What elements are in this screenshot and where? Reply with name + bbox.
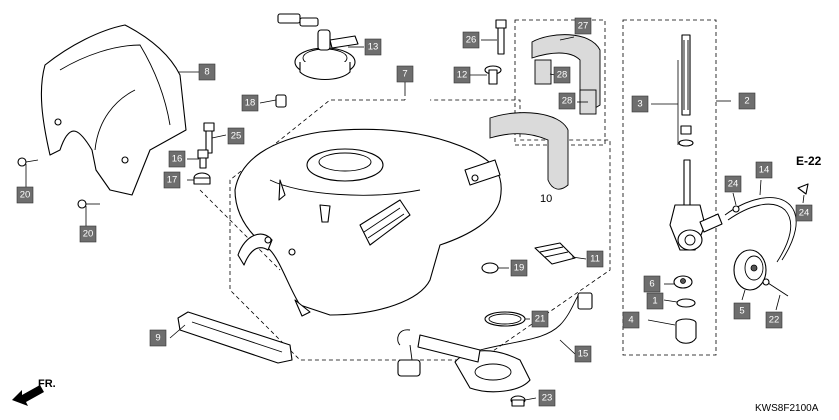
callout-11: 11 [586, 250, 604, 268]
screw-20a-drawing [17, 157, 39, 180]
svg-text:20: 20 [20, 190, 31, 201]
svg-text:4: 4 [628, 315, 633, 326]
callout-24b: 24 [795, 204, 813, 222]
cup-4-drawing [675, 318, 697, 344]
callout-5: 5 [733, 302, 751, 320]
callout-14: 14 [755, 161, 773, 179]
callout-9: 9 [149, 329, 167, 347]
svg-text:6: 6 [649, 279, 654, 290]
svg-text:22: 22 [769, 315, 780, 326]
nut-11-drawing [534, 242, 576, 265]
callout-20a: 20 [16, 186, 34, 204]
callout-2: 2 [738, 92, 756, 110]
svg-text:26: 26 [466, 35, 477, 46]
svg-text:3: 3 [637, 99, 642, 110]
svg-text:16: 16 [172, 154, 183, 165]
svg-text:18: 18 [245, 98, 256, 109]
grommet-19-drawing [481, 262, 499, 274]
svg-text:9: 9 [155, 333, 160, 344]
svg-text:1: 1 [652, 296, 657, 307]
callout-27: 27 [574, 17, 592, 35]
callout-23: 23 [538, 389, 556, 407]
callout-26: 26 [462, 31, 480, 49]
svg-text:15: 15 [578, 349, 589, 360]
svg-text:24: 24 [728, 179, 739, 190]
callout-28b: 28 [558, 92, 576, 110]
screw-20b-drawing [77, 199, 100, 225]
svg-text:19: 19 [514, 263, 525, 274]
svg-text:28: 28 [557, 70, 568, 81]
tank-shroud-drawing [40, 24, 187, 196]
o-ring-21-drawing [484, 311, 526, 327]
pad-28a-drawing [534, 59, 552, 85]
callout-22: 22 [765, 311, 783, 329]
svg-text:24: 24 [799, 208, 810, 219]
callout-17: 17 [163, 171, 181, 189]
cover-group-frame [199, 189, 281, 271]
svg-text:23: 23 [542, 393, 553, 404]
svg-text:5: 5 [739, 306, 744, 317]
svg-text:7: 7 [402, 69, 407, 80]
part-10-label: 10 [540, 193, 552, 205]
callout-15: 15 [574, 345, 592, 363]
lever-6-drawing [673, 275, 693, 289]
callout-1: 1 [646, 292, 664, 310]
callout-24a: 24 [724, 175, 742, 193]
fuel-cock-group-frame [622, 19, 717, 356]
callout-3: 3 [631, 95, 649, 113]
callout-4: 4 [622, 311, 640, 329]
callout-16: 16 [168, 150, 186, 168]
callout-19: 19 [510, 259, 528, 277]
diagram-code: KWS8F2100A [755, 403, 819, 414]
fuel-cap-drawing [277, 13, 359, 81]
collar-12-drawing [484, 65, 502, 85]
clip-24a-drawing [732, 205, 740, 213]
callout-12: 12 [453, 66, 471, 84]
fuel-pump-drawing [397, 292, 593, 393]
callout-21: 21 [531, 310, 549, 328]
callout-6: 6 [643, 275, 661, 293]
leader-lines [25, 36, 805, 401]
callout-18: 18 [241, 94, 259, 112]
fuel-hose-drawing [724, 197, 797, 263]
svg-text:8: 8 [204, 67, 209, 78]
svg-text:25: 25 [231, 131, 242, 142]
svg-text:27: 27 [578, 21, 589, 32]
front-direction-arrow-icon [12, 385, 44, 406]
svg-text:28: 28 [562, 96, 573, 107]
pad-10-drawing [489, 112, 569, 190]
clip-24b-drawing [797, 183, 809, 195]
callout-8: 8 [198, 63, 216, 81]
heat-guard-drawing [177, 311, 293, 364]
callout-13: 13 [364, 38, 382, 56]
svg-text:17: 17 [167, 175, 178, 186]
bolt-26-drawing [495, 19, 507, 55]
callout-25: 25 [227, 127, 245, 145]
svg-text:21: 21 [535, 314, 546, 325]
fuel-cock-drawing [669, 159, 723, 251]
svg-text:11: 11 [590, 254, 600, 265]
clip-18-drawing [275, 94, 287, 108]
svg-text:12: 12 [457, 70, 468, 81]
bolt-16-drawing [197, 149, 209, 169]
front-direction-label: FR. [38, 378, 56, 390]
fuel-tank-drawing [234, 128, 502, 317]
svg-text:2: 2 [744, 96, 749, 107]
o-ring-1-drawing [676, 298, 696, 308]
svg-text:20: 20 [83, 229, 94, 240]
nut-23-drawing [510, 395, 526, 407]
screw-22-drawing [762, 278, 789, 297]
callout-28a: 28 [553, 66, 571, 84]
bolt-25-drawing [203, 122, 215, 154]
callout-20b: 20 [79, 225, 97, 243]
callout-7: 7 [396, 65, 414, 83]
knob-5-drawing [733, 249, 767, 291]
reference-label: E-22 [796, 154, 822, 168]
grommet-17-drawing [193, 172, 211, 185]
svg-text:13: 13 [368, 42, 379, 53]
svg-text:14: 14 [759, 165, 770, 176]
fuel-cock-strainer-drawing [678, 34, 694, 147]
